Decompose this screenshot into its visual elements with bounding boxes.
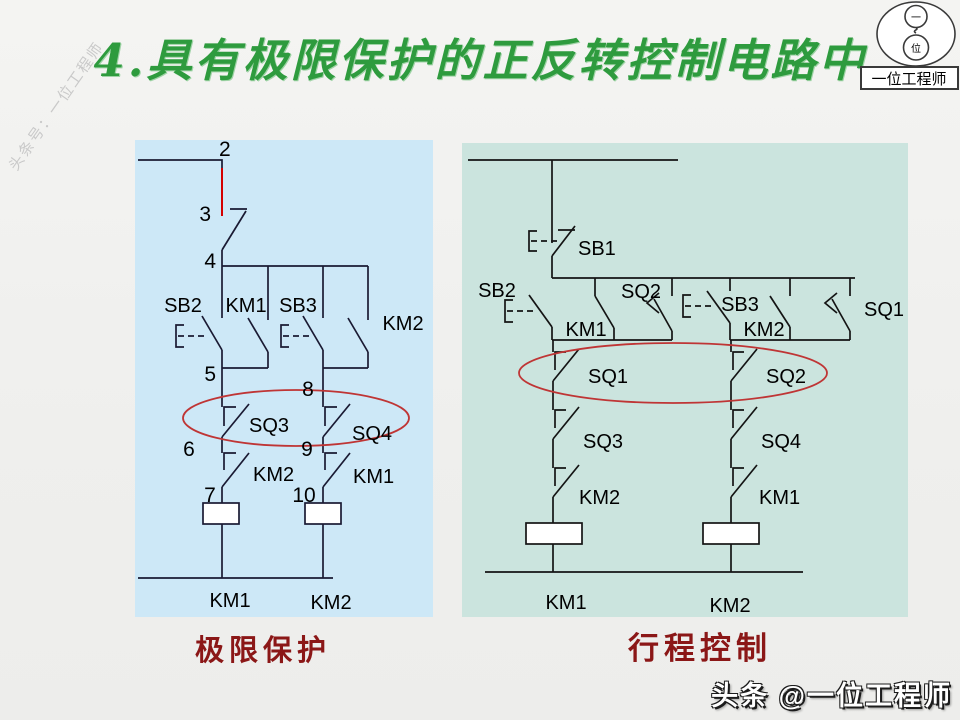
logo-bottom-char: 位 [911, 42, 921, 55]
node-6: 6 [183, 438, 195, 461]
logo-top-char: 一 [911, 13, 921, 24]
label-sb2: SB2 [164, 295, 202, 317]
label-coil-km2: KM2 [310, 592, 351, 614]
label-sb3: SB3 [279, 295, 317, 317]
right-wiring [468, 159, 855, 573]
highlight-ellipse-right [518, 342, 828, 404]
label-sb1: SB1 [578, 238, 616, 260]
footer-watermark: 头条 @一位工程师 [711, 681, 952, 711]
logo-shapes [860, 1, 959, 90]
right-labels: SB1 SB2 KM1 SQ2 SB3 KM2 SQ1 SQ1 SQ2 SQ3 … [478, 238, 904, 617]
highlight-ellipse-left [182, 389, 410, 447]
caption-limit-protection: 极限保护 [194, 635, 331, 667]
label-sq1: SQ1 [588, 366, 628, 388]
logo-box-label: 一位工程师 [871, 71, 946, 88]
node-10: 10 [292, 484, 315, 507]
label-km1-seal: KM1 [565, 319, 606, 341]
label-km1-seal: KM1 [225, 295, 266, 317]
node-5: 5 [204, 363, 216, 386]
label-coil-km1: KM1 [209, 590, 250, 612]
label-sb3: SB3 [721, 294, 759, 316]
left-circuit-diagram: 2 3 4 SB2 KM1 SB3 KM2 5 8 SQ3 SQ4 6 9 KM… [138, 140, 424, 614]
label-sb2: SB2 [478, 280, 516, 302]
label-sq4: SQ4 [352, 423, 392, 445]
left-wiring [138, 159, 369, 579]
label-km2-interlock: KM2 [579, 487, 620, 509]
label-sq2-top: SQ2 [621, 281, 661, 303]
brand-logo: 一 位 一位工程师 [860, 1, 959, 90]
node-3: 3 [199, 203, 211, 226]
left-labels: 2 3 4 SB2 KM1 SB3 KM2 5 8 SQ3 SQ4 6 9 KM… [164, 140, 423, 614]
label-km1-interlock: KM1 [353, 466, 394, 488]
label-km2-interlock: KM2 [253, 464, 294, 486]
label-sq2: SQ2 [766, 366, 806, 388]
label-coil-km2: KM2 [709, 595, 750, 617]
label-km2-seal: KM2 [743, 319, 784, 341]
right-circuit-diagram: SB1 SB2 KM1 SQ2 SB3 KM2 SQ1 SQ1 SQ2 SQ3 … [468, 159, 904, 617]
node-4: 4 [204, 250, 216, 273]
node-7: 7 [204, 484, 216, 507]
label-coil-km1: KM1 [545, 592, 586, 614]
label-km1-interlock: KM1 [759, 487, 800, 509]
label-km2-seal: KM2 [382, 313, 423, 335]
label-sq3: SQ3 [583, 431, 623, 453]
left-circuit-panel: 2 3 4 SB2 KM1 SB3 KM2 5 8 SQ3 SQ4 6 9 KM… [135, 140, 433, 617]
label-sq3: SQ3 [249, 415, 289, 437]
node-8: 8 [302, 378, 314, 401]
right-circuit-panel: SB1 SB2 KM1 SQ2 SB3 KM2 SQ1 SQ1 SQ2 SQ3 … [462, 143, 908, 617]
node-2: 2 [219, 140, 231, 161]
label-sq1-top: SQ1 [864, 299, 904, 321]
page-title: 4.具有极限保护的正反转控制电路中 [93, 34, 867, 87]
node-9: 9 [301, 438, 313, 461]
label-sq4: SQ4 [761, 431, 801, 453]
caption-travel-control: 行程控制 [628, 631, 772, 666]
